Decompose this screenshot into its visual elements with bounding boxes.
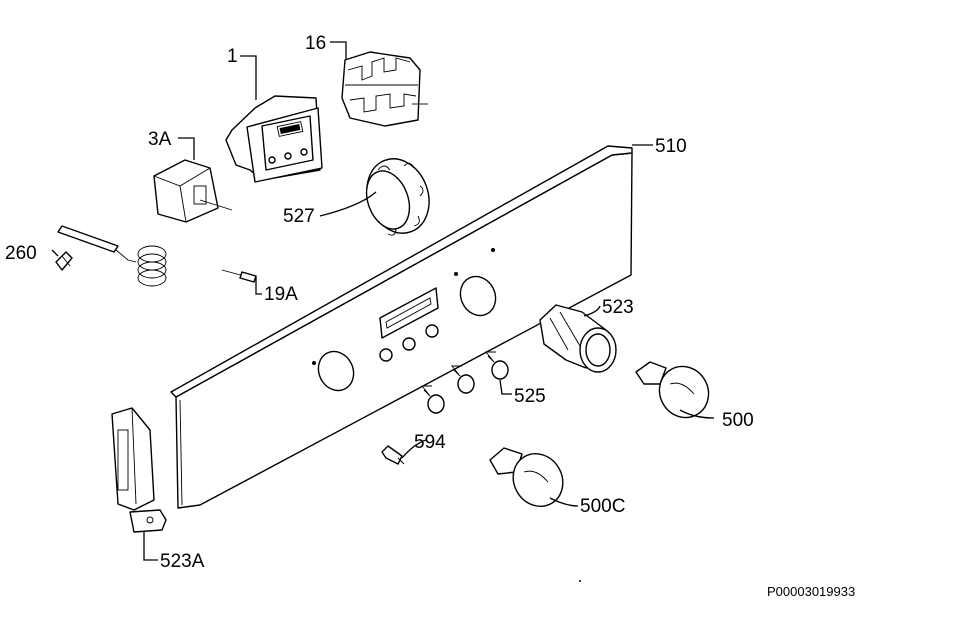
label-500: 500 (722, 410, 754, 431)
bracket-523A (111, 407, 167, 533)
knob-bezel-527 (365, 158, 430, 236)
label-510: 510 (655, 136, 687, 157)
label-1: 1 (227, 46, 238, 67)
drawing-code: P00003019933 (767, 584, 855, 599)
label-3A: 3A (148, 129, 172, 150)
knob-523 (539, 304, 617, 373)
part-labels: 1 16 3A 510 527 260 19A 523 525 500 594 … (5, 33, 754, 572)
connector-19A (221, 269, 257, 283)
thermostat-3A (153, 159, 233, 223)
label-19A: 19A (264, 284, 298, 305)
label-594: 594 (414, 432, 446, 453)
label-523A: 523A (160, 551, 205, 572)
label-500C: 500C (580, 496, 625, 517)
knob-500 (635, 361, 710, 419)
switch-block-16 (341, 51, 428, 127)
label-525: 525 (514, 386, 546, 407)
temperature-probe-260 (55, 225, 167, 287)
label-527: 527 (283, 206, 315, 227)
control-panel-510 (170, 145, 633, 509)
label-260: 260 (5, 243, 37, 264)
small-knobs-525 (421, 351, 509, 414)
label-523: 523 (602, 297, 634, 318)
timer-module-1 (225, 95, 323, 183)
screw-594 (381, 445, 405, 465)
leader-lines (51, 41, 715, 561)
label-16: 16 (305, 33, 326, 54)
knob-500C (489, 447, 564, 507)
